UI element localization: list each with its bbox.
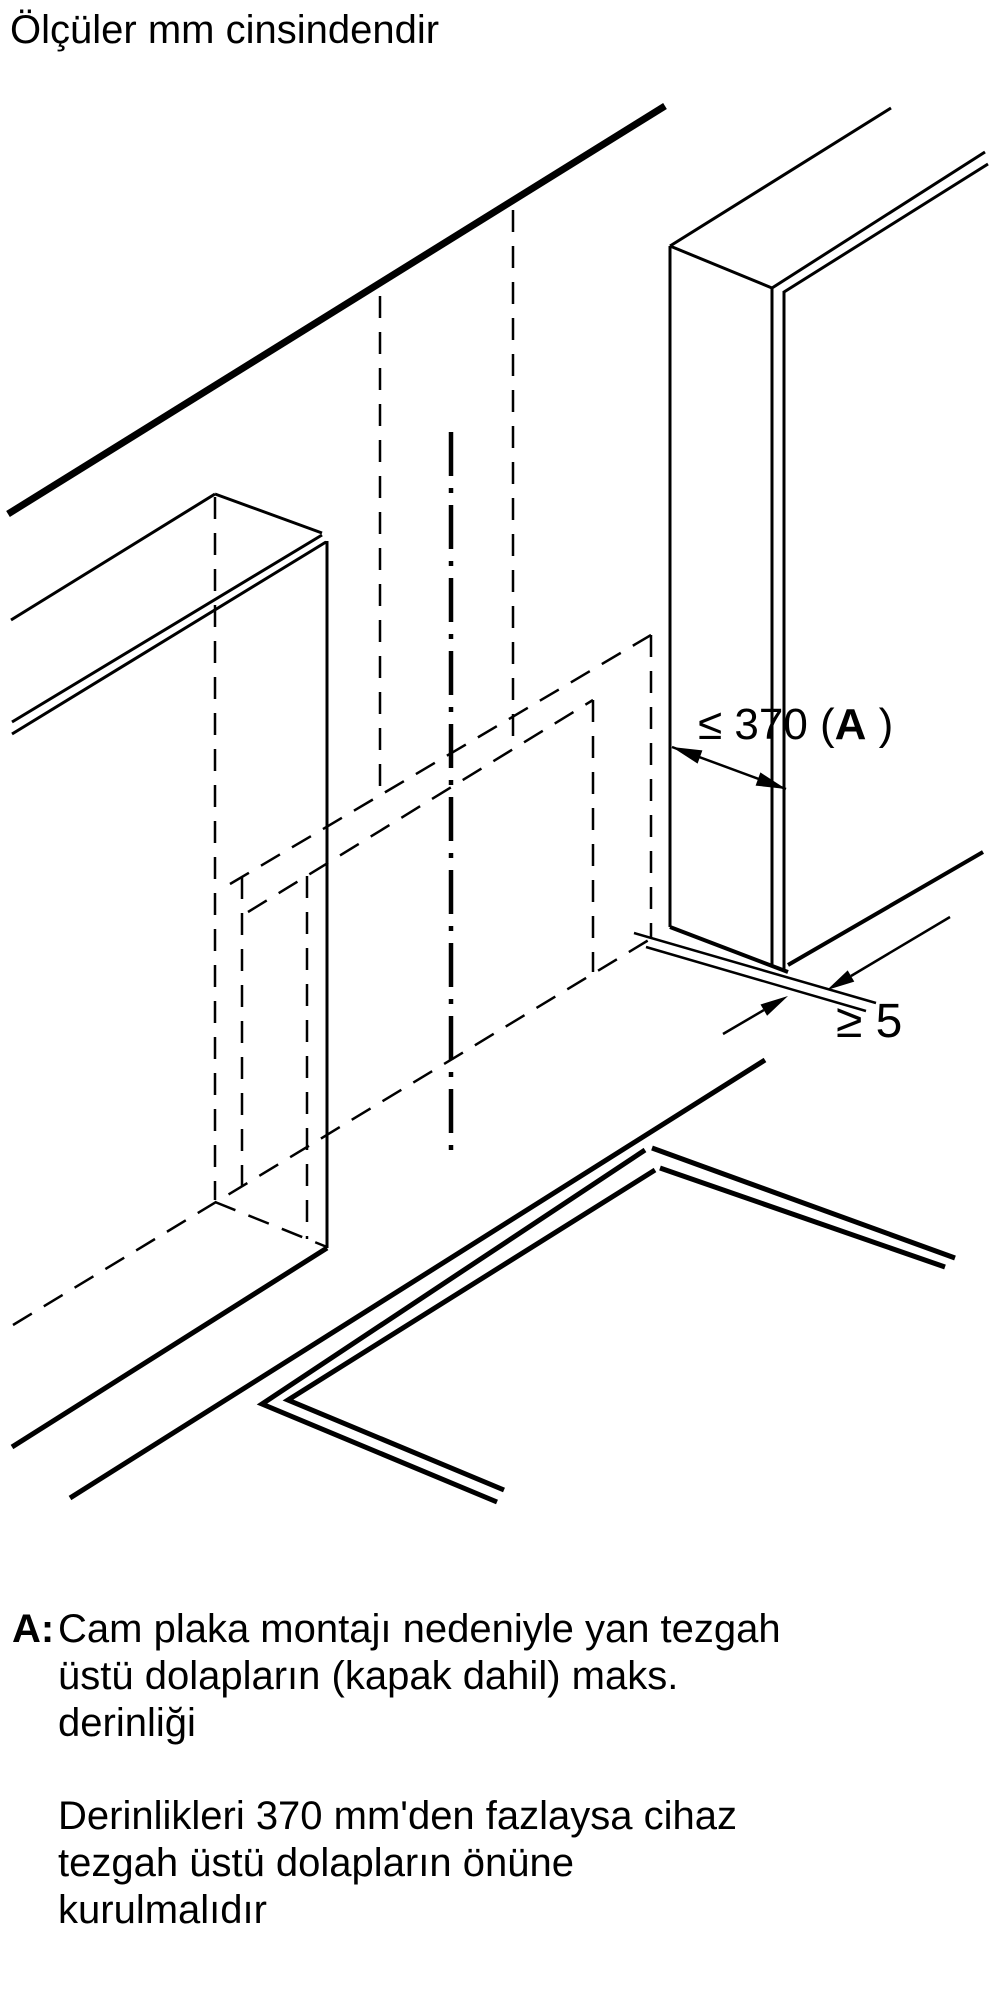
gap-dimension-label: ≥ 5 (836, 995, 903, 1048)
note-a-line-1: Cam plaka montajı nedeniyle yan tezgah (58, 1607, 781, 1651)
isometric-installation-drawing (6, 103, 989, 1505)
note-depth-warning: Derinlikleri 370 mm'den fazlaysa cihaz t… (12, 1793, 972, 1934)
note-a-line-3: derinliği (58, 1701, 196, 1745)
right-cabinet (668, 106, 989, 974)
footnotes: A: Cam plaka montajı nedeniyle yan tezga… (12, 1606, 972, 1934)
left-cabinet (10, 492, 329, 1450)
note-a: A: Cam plaka montajı nedeniyle yan tezga… (12, 1606, 972, 1747)
appliance-hidden-outline (12, 210, 653, 1327)
depth-dimension-arrow (671, 745, 787, 791)
depth-dimension-label: ≤ 370 (A ) (698, 700, 893, 750)
note-a-marker: A: (12, 1607, 55, 1651)
note-depth-line-1: Derinlikleri 370 mm'den fazlaysa cihaz (58, 1794, 738, 1838)
depth-dimension-suffix: ) (866, 700, 894, 749)
glass-panel-strip (633, 931, 877, 1013)
note-depth-line-3: kurulmalıdır (58, 1888, 267, 1932)
depth-dimension-ref: A (834, 700, 867, 749)
depth-dimension-value: ≤ 370 ( (698, 700, 835, 749)
countertop-edges (68, 1057, 956, 1505)
note-depth-line-2: tezgah üstü dolapların önüne (58, 1841, 574, 1885)
page-title: Ölçüler mm cinsindendir (10, 8, 440, 52)
note-a-text: Cam plaka montajı nedeniyle yan tezgah ü… (58, 1606, 972, 1747)
left-cabinet-hidden-edges (213, 497, 328, 1249)
note-a-line-2: üstü dolapların (kapak dahil) maks. (58, 1654, 679, 1698)
gap-dimension-arrows (722, 915, 951, 1036)
note-depth-warning-text: Derinlikleri 370 mm'den fazlaysa cihaz t… (58, 1793, 972, 1934)
wall-edge-line (6, 103, 667, 517)
